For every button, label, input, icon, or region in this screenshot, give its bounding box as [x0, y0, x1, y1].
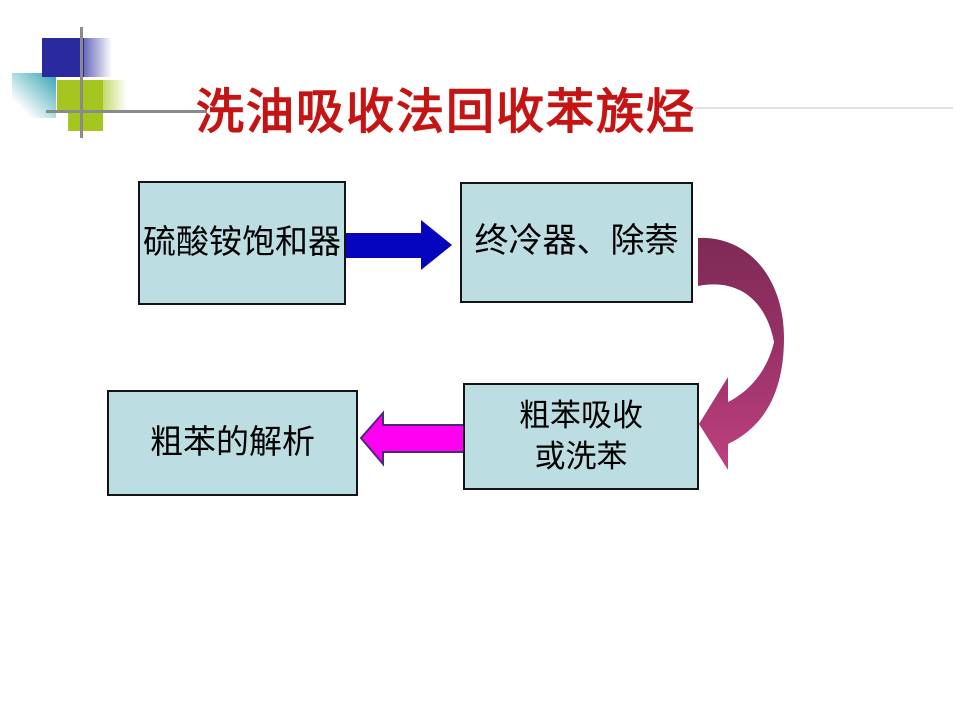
flow-box-label: 粗苯的解析 — [150, 424, 315, 461]
flow-box-crude-benzene-desorption: 粗苯的解析 — [107, 390, 358, 496]
decoration-blue-square-fade — [84, 38, 112, 77]
flow-box-label-line2: 或洗苯 — [534, 438, 628, 474]
decoration-blue-square — [42, 38, 84, 77]
arrow-right-icon — [346, 220, 452, 270]
flow-box-ammonium-sulfate-saturator: 硫酸铵饱和器 — [138, 181, 346, 305]
curved-arrow-icon — [698, 237, 784, 470]
decoration-vertical-line — [80, 27, 83, 138]
decoration-green-square-fade — [103, 80, 127, 113]
arrow-left-icon — [359, 410, 465, 467]
slide-title: 洗油吸收法回收苯族烃 — [196, 86, 697, 139]
flow-box-label-line1: 粗苯吸收 — [519, 398, 643, 434]
flow-box-final-cooler-naphthalene-removal: 终冷器、除萘 — [460, 182, 693, 303]
flow-box-crude-benzene-absorption: 粗苯吸收 或洗苯 — [463, 383, 699, 490]
title-underline-right — [695, 107, 953, 109]
decoration-horizontal-line — [46, 110, 207, 113]
flow-box-label: 硫酸铵饱和器 — [143, 224, 341, 261]
flow-box-label: 终冷器、除萘 — [474, 223, 679, 261]
